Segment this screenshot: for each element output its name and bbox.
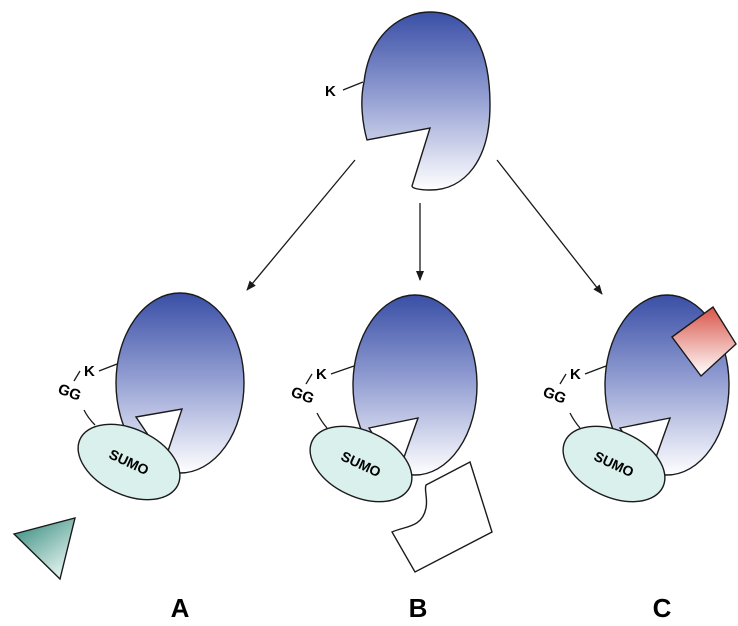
arrow-to-c (496, 159, 603, 295)
bound-effector-square (671, 305, 737, 378)
sumo-b (309, 425, 413, 503)
lysine-link-c (584, 365, 607, 375)
sumo-a (77, 423, 181, 501)
linker-a (83, 409, 96, 426)
panel-a-letter: A (171, 593, 190, 623)
sumo-c (562, 425, 666, 503)
binding-partner-b (391, 460, 493, 573)
substrate-protein-body (361, 11, 491, 191)
substrate-lysine-stub (342, 81, 364, 91)
lysine-c-label: K (570, 366, 581, 383)
linker-c (569, 412, 581, 429)
gg-a-label: GG (56, 381, 84, 405)
linker-b (316, 412, 328, 429)
lysine-stub-c (559, 373, 567, 385)
lysine-link-b (330, 365, 355, 375)
substrate-protein: K (325, 11, 491, 191)
lysine-link-a (98, 363, 118, 372)
panel-c: SUMO GG K C (541, 294, 737, 623)
lysine-b-label: K (316, 366, 327, 383)
lysine-stub-a (73, 370, 81, 382)
lysine-a-label: K (84, 363, 95, 380)
panel-a: SUMO GG K A (12, 292, 245, 623)
lysine-stub-b (305, 373, 313, 385)
substrate-lysine-label: K (325, 83, 336, 100)
gg-b-label: GG (289, 384, 317, 408)
panel-b: SUMO GG K B (289, 294, 493, 623)
panel-b-letter: B (409, 593, 428, 623)
released-ligand-triangle (12, 517, 76, 581)
arrow-to-a (246, 159, 356, 291)
gg-c-label: GG (541, 384, 569, 408)
panel-c-letter: C (653, 593, 672, 623)
